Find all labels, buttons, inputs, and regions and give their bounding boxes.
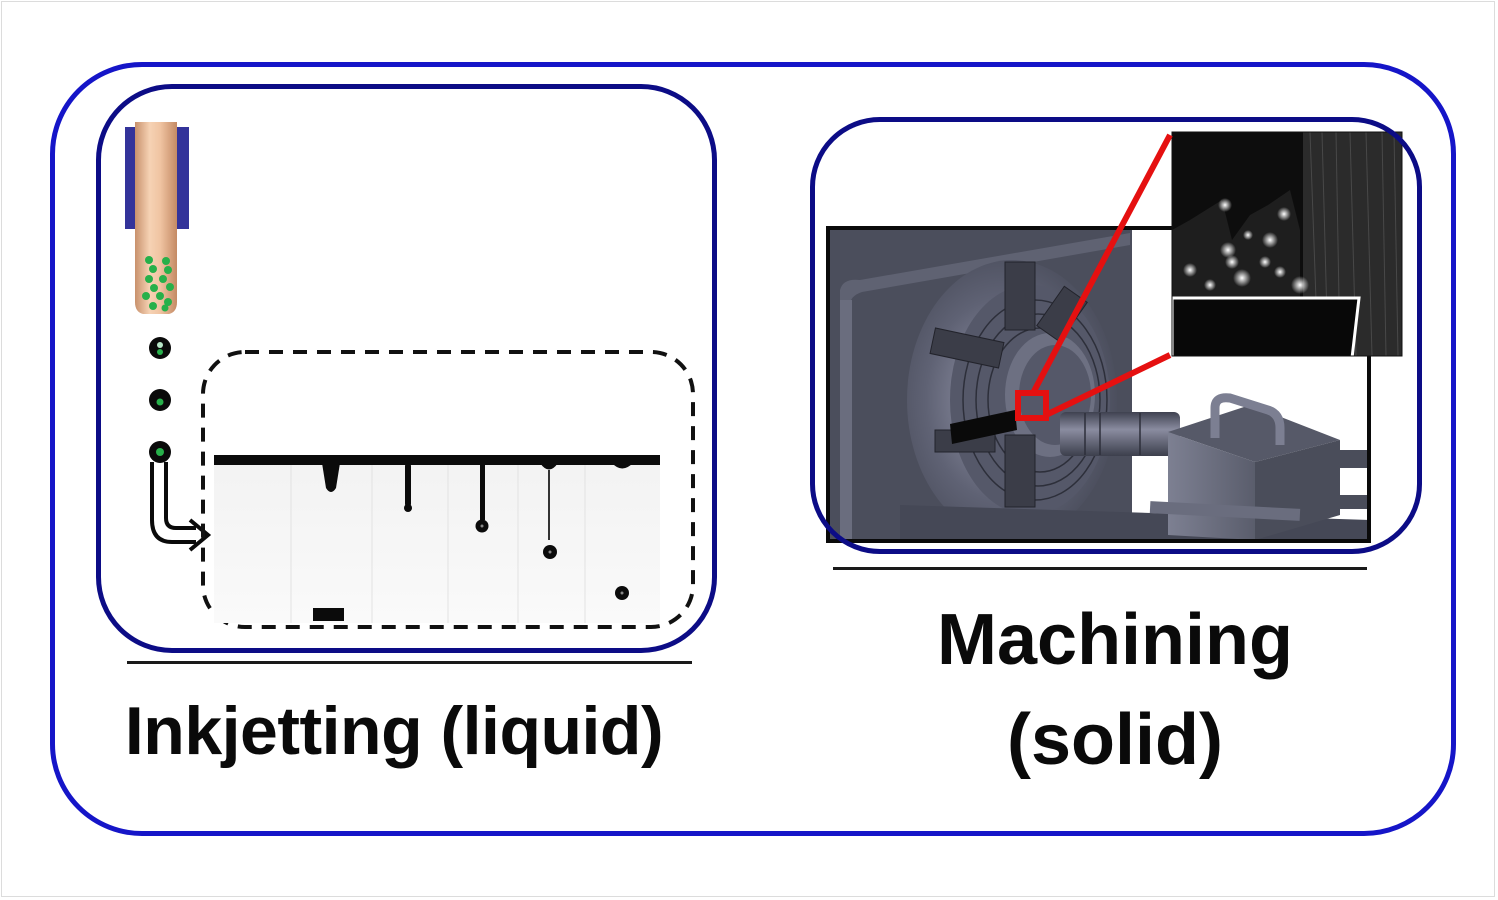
machining-label-line1: Machining (937, 600, 1293, 680)
inkjetting-label: Inkjetting (liquid) (124, 693, 664, 769)
droplet-icons (149, 337, 171, 463)
zoom-callout (1015, 133, 1173, 421)
divider-right (833, 567, 1367, 570)
divider-left (127, 661, 692, 664)
machining-label-line2: (solid) (1007, 700, 1223, 780)
zoom-dashed-box (201, 350, 695, 629)
outer-rounded-border (50, 62, 1456, 836)
machining-label: Machining (solid) (830, 590, 1400, 790)
lathe-render (826, 226, 1371, 543)
scale-bar (313, 608, 344, 621)
droplet-formation-image-strip (214, 455, 660, 623)
nozzle-icon (125, 122, 189, 314)
machining-panel (810, 117, 1422, 554)
inkjetting-panel (96, 84, 717, 653)
arrow-icon (150, 462, 212, 552)
